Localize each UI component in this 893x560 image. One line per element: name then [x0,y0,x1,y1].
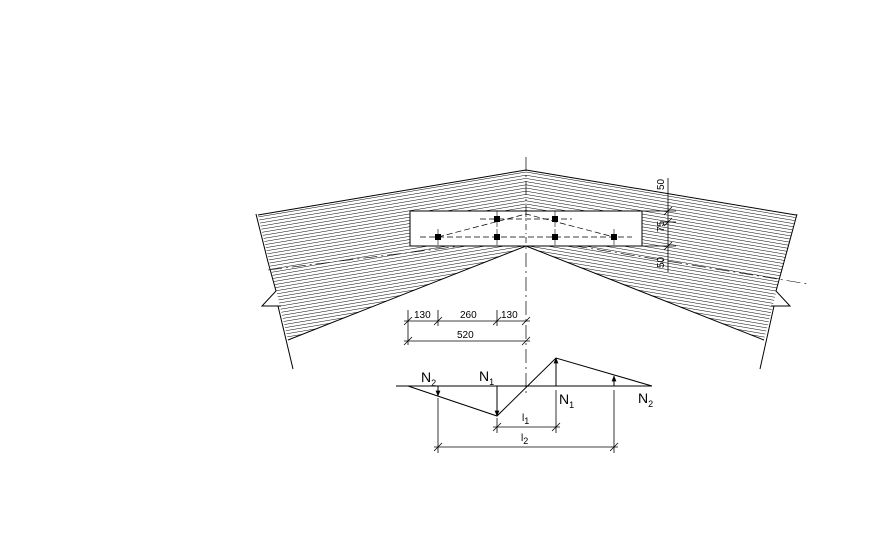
hatch-line [258,251,526,301]
bolt [494,229,500,245]
bolt [552,229,558,245]
bolt [494,211,500,227]
label-n1-right: N1 [559,391,574,410]
hatch-line [258,171,526,221]
label-n2-left: N2 [421,369,436,388]
left-rafter [255,169,527,370]
hatch-line [258,194,526,243]
vertical-dimensions [642,178,676,272]
hatch-line [526,254,796,304]
hatch-line [526,302,796,340]
splice-plate [409,210,643,247]
hatch-line [258,258,526,307]
dim-vertical-75: 75 [656,220,667,232]
dim-520: 520 [457,330,474,341]
hatch-line [258,187,526,237]
hatch-line [258,290,526,339]
hatch-line [258,306,526,340]
hatch-line [258,264,526,314]
hatch-line [258,280,526,330]
hatch-line [258,312,526,340]
dim-vertical-50-bottom: 50 [656,256,667,268]
hatch-line [258,270,526,320]
hatch-line [258,174,526,224]
hatch-line [526,290,796,339]
bolt [611,229,617,245]
hatch-line [258,178,526,227]
hatch-line [258,245,526,294]
dim-130-right: 130 [501,310,518,321]
hatch-line [526,280,796,330]
hatch-line [258,238,526,288]
hatch-line [258,309,526,340]
hatch-line [258,267,526,317]
dim-vertical-50-top: 50 [656,178,667,190]
hatch-line [258,197,526,246]
hatch-line [526,274,796,323]
dim-130-left: 130 [414,310,431,321]
hatch-line [258,242,526,291]
hatch-line [258,190,526,240]
horizontal-dimensions [403,310,531,346]
hatch-line [258,248,526,298]
hatch-line [258,277,526,326]
label-l2: l2 [521,433,528,446]
hatch-line [258,274,526,323]
dim-260: 260 [460,310,477,321]
hatch-line [258,200,526,250]
label-l1: l1 [522,413,529,426]
hatch-line [526,286,796,336]
hatch-line [526,306,796,340]
hatch-line [526,270,796,320]
force-dimensions [433,390,619,453]
hatch-line [526,299,796,340]
bolt [435,229,441,245]
hatch-line [526,248,796,298]
bolt [552,211,558,227]
hatch-line [258,181,526,230]
hatch-line [526,251,796,301]
force-diagram [396,357,653,417]
hatch-line [526,267,796,317]
label-n2-right: N2 [638,390,653,409]
hatch-line [258,254,526,304]
label-n1-left: N1 [479,368,494,387]
hatch-line [526,283,796,333]
hatch-line [258,184,526,234]
hatch-line [258,293,526,340]
